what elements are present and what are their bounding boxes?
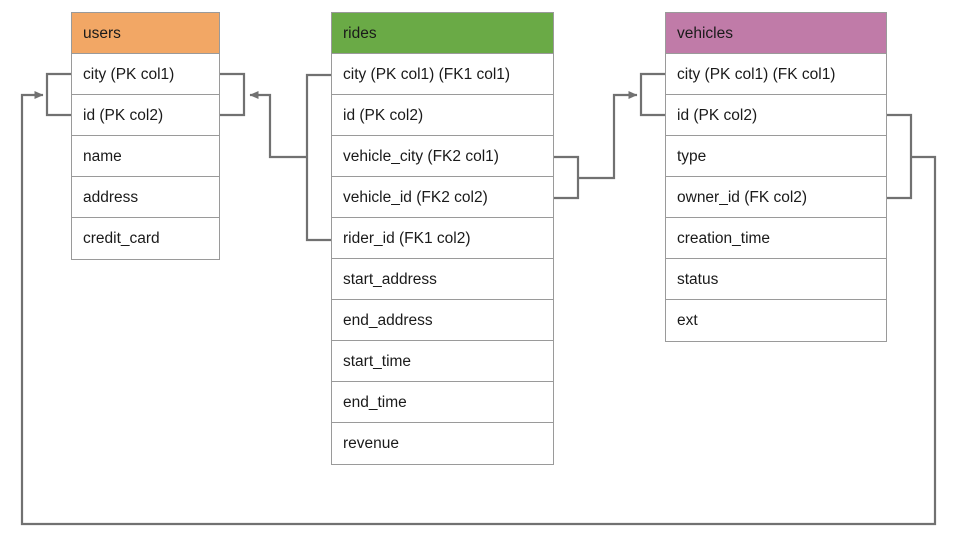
field-users-city[interactable]: city (PK col1) [72, 54, 219, 95]
connector-vehicles-to-users [20, 91, 937, 526]
connector-users-left-bracket [45, 72, 71, 117]
field-rides-start-time[interactable]: start_time [332, 341, 553, 382]
connector-fk2-rides-bracket [554, 155, 580, 200]
field-users-credit-card[interactable]: credit_card [72, 218, 219, 259]
field-rides-start-address[interactable]: start_address [332, 259, 553, 300]
field-vehicles-owner-id[interactable]: owner_id (FK col2) [666, 177, 886, 218]
field-rides-end-time[interactable]: end_time [332, 382, 553, 423]
entity-users[interactable]: users city (PK col1) id (PK col2) name a… [71, 12, 220, 260]
field-users-address[interactable]: address [72, 177, 219, 218]
connector-users-right-bracket [220, 72, 246, 117]
field-vehicles-status[interactable]: status [666, 259, 886, 300]
field-rides-revenue[interactable]: revenue [332, 423, 553, 464]
field-rides-id[interactable]: id (PK col2) [332, 95, 553, 136]
field-users-name[interactable]: name [72, 136, 219, 177]
field-rides-rider-id[interactable]: rider_id (FK1 col2) [332, 218, 553, 259]
connector-fk1-rides-bracket [305, 73, 331, 242]
entity-vehicles-title: vehicles [666, 13, 886, 54]
connector-fk2-to-vehicles [578, 91, 638, 180]
field-rides-vehicle-city[interactable]: vehicle_city (FK2 col1) [332, 136, 553, 177]
entity-rides-title: rides [332, 13, 553, 54]
field-rides-end-address[interactable]: end_address [332, 300, 553, 341]
field-vehicles-city[interactable]: city (PK col1) (FK col1) [666, 54, 886, 95]
entity-users-title: users [72, 13, 219, 54]
entity-rides[interactable]: rides city (PK col1) (FK1 col1) id (PK c… [331, 12, 554, 465]
connector-fk1-to-users [249, 91, 307, 159]
field-vehicles-creation-time[interactable]: creation_time [666, 218, 886, 259]
entity-vehicles[interactable]: vehicles city (PK col1) (FK col1) id (PK… [665, 12, 887, 342]
connector-vehicles-left-bracket [639, 72, 665, 117]
connector-fkv-vehicles-bracket [887, 113, 913, 200]
field-users-id[interactable]: id (PK col2) [72, 95, 219, 136]
field-rides-city[interactable]: city (PK col1) (FK1 col1) [332, 54, 553, 95]
field-vehicles-type[interactable]: type [666, 136, 886, 177]
field-rides-vehicle-id[interactable]: vehicle_id (FK2 col2) [332, 177, 553, 218]
field-vehicles-ext[interactable]: ext [666, 300, 886, 341]
field-vehicles-id[interactable]: id (PK col2) [666, 95, 886, 136]
